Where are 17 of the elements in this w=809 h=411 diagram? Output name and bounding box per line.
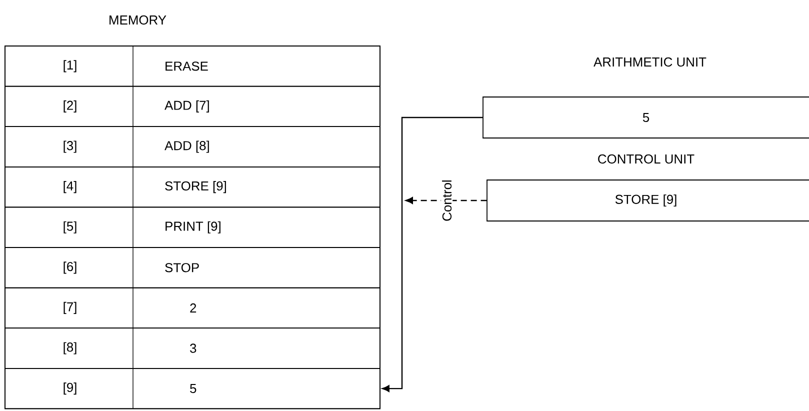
register-box: 5 (482, 96, 809, 138)
arrow (382, 116, 483, 392)
memory-row: [3] ADD [8] (4, 126, 380, 168)
register-box: STORE [9] (486, 180, 809, 222)
memory-row: [1] ERASE (4, 46, 380, 87)
unit-heading: ARITHMETIC UNIT (594, 57, 706, 67)
unit-heading: CONTROL UNIT (598, 154, 694, 164)
memory-row: [2] ADD [7] (4, 86, 380, 128)
memory-row: [6] STOP (4, 247, 380, 288)
memory-row: [7] 2 (4, 287, 380, 329)
memory-row: [8] 3 (4, 328, 380, 369)
arrow (406, 197, 487, 204)
edge-label: Control (441, 178, 453, 222)
memory-row: [9] 5 (4, 368, 380, 410)
table-heading: MEMORY (110, 15, 166, 25)
memory-row: [4] STORE [9] (4, 166, 380, 208)
memory-row: [5] PRINT [9] (4, 206, 380, 248)
